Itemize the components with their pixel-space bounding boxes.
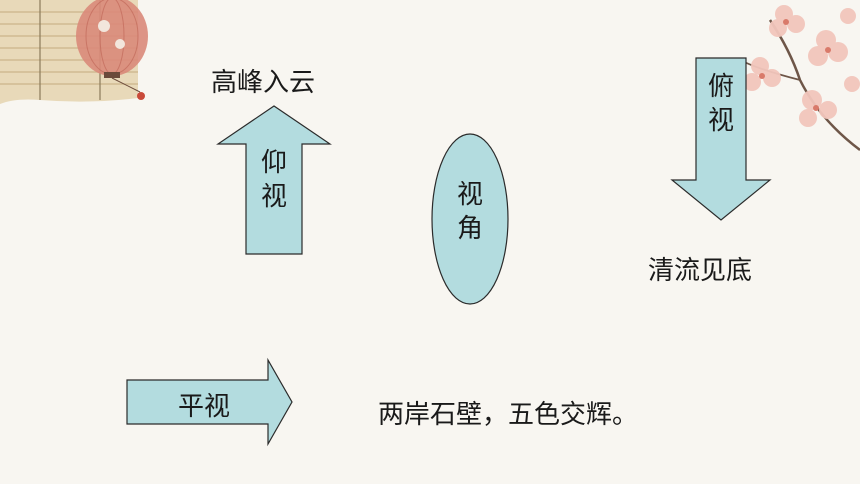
right-arrow-caption: 两岸石壁，五色交辉。 bbox=[378, 400, 639, 430]
viewpoint-ellipse-shape bbox=[431, 133, 509, 305]
down-arrow-label: 俯视 bbox=[707, 72, 734, 136]
right-arrow-label: 平视 bbox=[178, 392, 231, 422]
rightward-arrow bbox=[126, 357, 293, 447]
downward-arrow-shape bbox=[670, 57, 772, 221]
rightward-arrow-shape bbox=[126, 357, 293, 447]
up-arrow-caption: 高峰入云 bbox=[211, 68, 316, 98]
up-arrow-label: 仰视 bbox=[260, 148, 287, 212]
upward-arrow bbox=[216, 105, 332, 255]
lantern-decoration bbox=[76, 0, 148, 100]
down-arrow-caption: 清流见底 bbox=[648, 256, 753, 286]
viewpoint-label: 视角 bbox=[456, 180, 483, 244]
viewpoint-ellipse bbox=[431, 133, 509, 305]
cherry-blossom-decoration bbox=[739, 5, 860, 151]
upward-arrow-shape bbox=[216, 105, 332, 255]
downward-arrow bbox=[670, 57, 772, 221]
